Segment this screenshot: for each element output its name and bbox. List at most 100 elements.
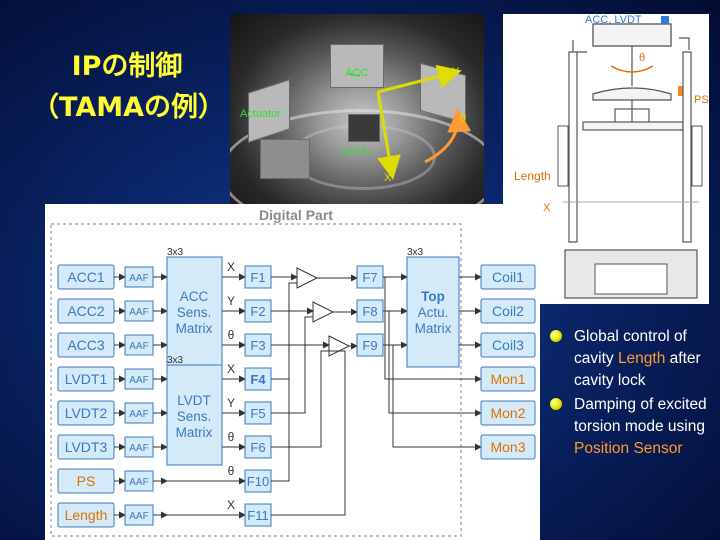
dof-label-7: θ	[228, 464, 235, 478]
schematic-label-x: X	[543, 202, 551, 214]
photo-label-y: Y	[452, 66, 460, 78]
photo-label-lvdt: LVDT	[340, 146, 368, 158]
bullet-item-2: Damping of excited torsion mode using Po…	[548, 394, 716, 460]
f11-route	[271, 350, 346, 516]
slide-title: IPの制御 （TAMAの例）	[32, 46, 225, 128]
aaf-label-7: AAF	[129, 477, 148, 488]
output-label-3: Coil3	[492, 337, 524, 353]
digital-part-frame	[50, 223, 462, 537]
bullet-2-pre: Damping of excited torsion mode using	[574, 396, 707, 435]
monitor-tap-2	[388, 311, 395, 414]
f10-route	[271, 282, 297, 482]
input-label-2: ACC2	[67, 303, 105, 319]
schematic-label-ps: PS	[694, 94, 709, 106]
output-label-5: Mon2	[490, 405, 525, 421]
input-label-1: ACC1	[67, 269, 105, 285]
schematic-drawing	[557, 16, 703, 299]
photo-acc-line	[347, 73, 361, 77]
photo-y-arrow	[377, 64, 462, 94]
bullet-dot-icon	[550, 330, 562, 342]
output-box-3	[480, 332, 536, 358]
filter-b-label-1: F7	[362, 270, 377, 285]
output-box-6	[480, 434, 536, 460]
output-box-4	[480, 366, 536, 392]
photo-arrows	[347, 64, 472, 180]
slide-title-line2: （TAMAの例）	[32, 92, 225, 123]
top-matrix-box	[406, 256, 460, 368]
photo-outer-ring	[230, 109, 484, 204]
aaf-label-5: AAF	[129, 409, 148, 420]
acc-matrix-box	[166, 256, 223, 368]
photo-plate-front	[260, 139, 310, 179]
bullet-1-pre: Global control of cavity	[574, 328, 687, 367]
schematic-label-theta: θ	[639, 52, 646, 64]
bullet-1-highlight: Length	[617, 350, 666, 367]
aaf-label-8: AAF	[129, 511, 148, 522]
dof-label-5: Y	[227, 396, 235, 410]
dof-label-1: X	[227, 260, 235, 274]
photo-lvdt-line	[364, 151, 374, 155]
photo-plate-top	[330, 44, 384, 88]
dof-label-4: X	[227, 362, 235, 376]
input-label-6: LVDT3	[65, 439, 108, 455]
top-matrix-line-2: Actu.	[418, 305, 449, 320]
filter-a-label-4: F4	[250, 372, 266, 387]
photo-label-theta: θ	[460, 112, 467, 124]
aaf-label-6: AAF	[129, 443, 148, 454]
photo-x-arrow	[376, 91, 401, 180]
output-label-1: Coil1	[492, 269, 524, 285]
bullet-2-highlight: Position Sensor	[574, 440, 683, 457]
output-label-6: Mon3	[490, 439, 525, 455]
summing-amp-3	[328, 335, 351, 357]
filter-a-label-2: F2	[250, 304, 265, 319]
amp-in-b-2	[271, 316, 313, 414]
amp-in-b-3	[271, 350, 329, 448]
schematic-label-length: Length	[514, 169, 551, 183]
filter-a-label-1: F1	[250, 270, 265, 285]
input-label-7: PS	[77, 473, 96, 489]
photo-plate-center	[348, 114, 380, 142]
bullet-1-post: after cavity lock	[574, 350, 701, 389]
input-label-8: Length	[65, 507, 108, 523]
summing-amp-2	[312, 301, 335, 323]
lvdt-matrix-line-2: Sens.	[177, 409, 212, 424]
slide-title-line1: IPの制御	[71, 51, 183, 82]
bullet-item-1: Global control of cavity Length after ca…	[548, 326, 716, 392]
lvdt-matrix-line-1: LVDT	[177, 393, 211, 408]
aaf-label-4: AAF	[129, 375, 148, 386]
output-box-2	[480, 298, 536, 324]
filter-a-label-8: F11	[247, 508, 268, 523]
schematic-label-acc-lvdt: ACC, LVDT	[585, 14, 642, 26]
lvdt-matrix-line-3: Matrix	[176, 425, 213, 440]
aaf-label-2: AAF	[129, 307, 148, 318]
summing-amp-1	[296, 267, 319, 289]
top-matrix-line-3: Matrix	[415, 321, 452, 336]
apparatus-photo: ACC Y Actuator θ LVDT X	[230, 14, 484, 204]
filter-a-label-7: F10	[247, 474, 269, 489]
monitor-tap-3	[392, 345, 395, 448]
output-label-2: Coil2	[492, 303, 524, 319]
acc-matrix-dim: 3x3	[167, 247, 184, 258]
amp-in-b-1	[271, 282, 297, 380]
dof-label-3: θ	[228, 328, 235, 342]
top-matrix-line-1: Top	[421, 289, 445, 304]
lvdt-matrix-box	[166, 364, 223, 466]
monitor-tap-1	[384, 277, 395, 380]
acc-matrix-line-1: ACC	[180, 289, 209, 304]
photo-label-x: X	[384, 172, 392, 184]
input-label-5: LVDT2	[65, 405, 108, 421]
aaf-label-3: AAF	[129, 341, 148, 352]
input-label-4: LVDT1	[65, 371, 108, 387]
bullet-dot-icon	[550, 398, 562, 410]
lvdt-matrix-dim: 3x3	[167, 355, 184, 366]
dof-label-6: θ	[228, 430, 235, 444]
output-box-1	[480, 264, 536, 290]
output-label-4: Mon1	[490, 371, 525, 387]
output-box-5	[480, 400, 536, 426]
filter-a-label-3: F3	[250, 338, 265, 353]
input-label-3: ACC3	[67, 337, 105, 353]
acc-matrix-line-3: Matrix	[176, 321, 213, 336]
